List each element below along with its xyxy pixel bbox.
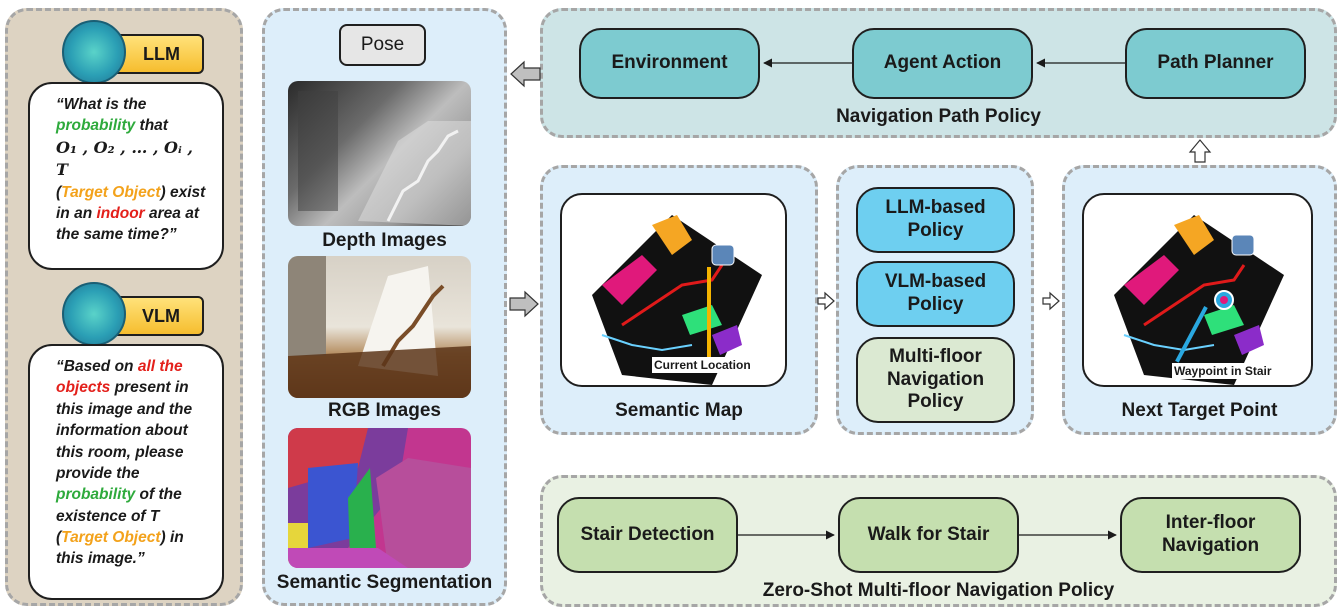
lightbulb-brain-icon	[62, 282, 126, 346]
segmentation-caption: Semantic Segmentation	[276, 572, 493, 593]
semantic-map-frame: Current Location	[560, 193, 787, 387]
rgb-image	[288, 256, 471, 398]
walk-for-stair-box: Walk for Stair	[838, 497, 1019, 573]
semantic-map-image	[592, 215, 762, 385]
block-arrow-to-next-target	[1042, 291, 1060, 311]
nav-path-caption: Navigation Path Policy	[836, 106, 1041, 127]
environment-box: Environment	[579, 28, 760, 99]
highlight-target-object: Target Object	[61, 183, 161, 201]
current-location-label: Current Location	[652, 357, 753, 373]
pose-box: Pose	[339, 24, 426, 66]
stair-detection-box: Stair Detection	[557, 497, 738, 573]
vlm-policy-box: VLM-based Policy	[856, 261, 1015, 327]
highlight-indoor: indoor	[96, 204, 145, 222]
inter-floor-box: Inter-floor Navigation	[1120, 497, 1301, 573]
current-location-marker	[707, 267, 711, 363]
segmentation-shape	[288, 428, 471, 568]
lightbulb-brain-icon	[62, 20, 126, 84]
next-target-caption: Next Target Point	[1121, 400, 1278, 421]
highlight-all-objects: all the objects	[56, 358, 183, 397]
block-arrow-to-semantic-map	[509, 290, 539, 318]
next-target-map-frame: Waypoint in Stair	[1082, 193, 1313, 387]
block-arrow-to-inputs	[510, 60, 541, 88]
stair-caption: Zero-Shot Multi-floor Navigation Policy	[762, 580, 1115, 601]
object-list: O₁ , O₂ , … , Oᵢ , T	[56, 137, 193, 180]
path-planner-box: Path Planner	[1125, 28, 1306, 99]
rgb-caption: RGB Images	[328, 400, 441, 421]
rgb-stair-shape	[288, 256, 471, 398]
depth-image	[288, 81, 471, 226]
agent-action-box: Agent Action	[852, 28, 1033, 99]
llm-policy-box: LLM-based Policy	[856, 187, 1015, 253]
semantic-map-caption: Semantic Map	[615, 400, 743, 421]
llm-question-card: “What is the probability that O₁ , O₂ , …	[28, 82, 224, 270]
depth-stair-shape	[298, 91, 471, 226]
highlight-target-object: Target Object	[61, 529, 161, 546]
block-arrow-up-to-nav	[1188, 139, 1212, 163]
segmentation-image	[288, 428, 471, 568]
llm-badge-label: LLM	[143, 43, 180, 64]
vlm-question-card: “Based on all the objects present in thi…	[28, 344, 224, 600]
highlight-probability: probability	[56, 486, 136, 504]
vlm-badge-label: VLM	[142, 305, 180, 326]
multifloor-policy-box: Multi-floor Navigation Policy	[856, 337, 1015, 423]
block-arrow-to-policies	[817, 291, 835, 311]
depth-caption: Depth Images	[322, 230, 447, 251]
highlight-probability: probability	[56, 117, 136, 135]
next-target-map-image	[1114, 215, 1284, 385]
waypoint-label: Waypoint in Stair	[1172, 363, 1274, 379]
